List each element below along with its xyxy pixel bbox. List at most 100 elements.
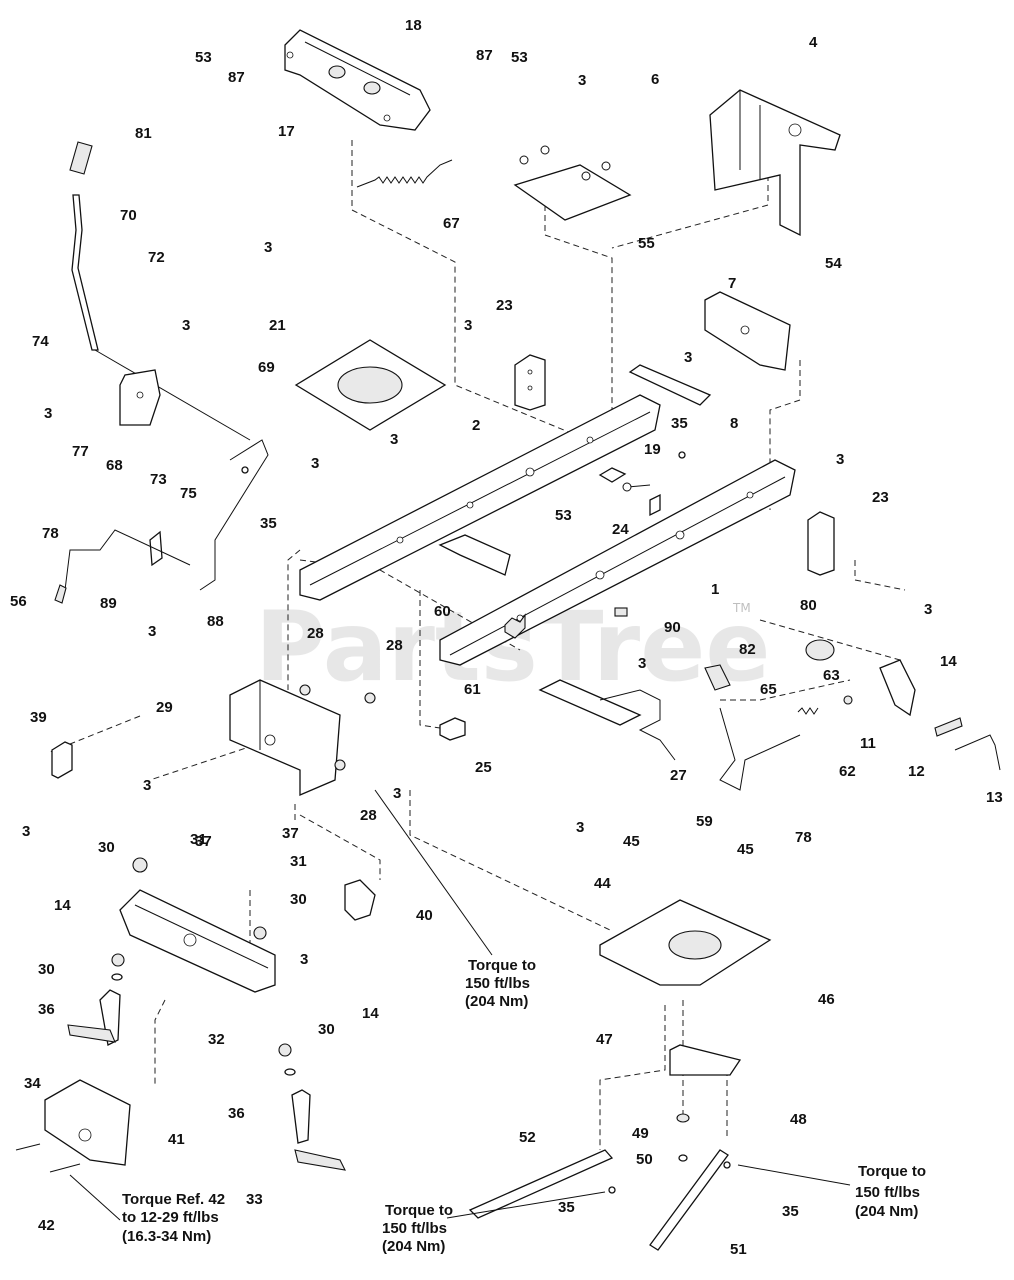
callout-7: 7 bbox=[728, 275, 736, 292]
callout-68: 68 bbox=[106, 457, 123, 474]
part-33-spindle bbox=[291, 1089, 346, 1171]
callout-41: 41 bbox=[168, 1131, 185, 1148]
callout-90: 90 bbox=[664, 619, 681, 636]
callout-19: 19 bbox=[644, 441, 661, 458]
torque-leaders bbox=[69, 789, 851, 1221]
callout-50: 50 bbox=[636, 1151, 653, 1168]
callout-42: 42 bbox=[38, 1217, 55, 1234]
note-line: to 12-29 ft/lbs bbox=[122, 1209, 219, 1226]
callout-30: 30 bbox=[98, 839, 115, 856]
watermark-tm: TM bbox=[732, 601, 751, 615]
part-23-bracket-lower bbox=[807, 511, 835, 576]
part-35-washers bbox=[241, 451, 731, 1194]
torque-note-bottom-left: Torque to 150 ft/lbs (204 Nm) bbox=[382, 1202, 453, 1255]
callout-32: 32 bbox=[208, 1031, 225, 1048]
note-line: Torque to bbox=[468, 957, 536, 974]
part-28-nuts bbox=[299, 684, 376, 771]
callout-28: 28 bbox=[307, 625, 324, 642]
callout-28: 28 bbox=[360, 807, 377, 824]
part-52-drag-link bbox=[468, 1149, 614, 1219]
callout-3: 3 bbox=[311, 455, 319, 472]
callout-48: 48 bbox=[790, 1111, 807, 1128]
callout-30: 30 bbox=[290, 891, 307, 908]
callout-72: 72 bbox=[148, 249, 165, 266]
callout-14: 14 bbox=[362, 1005, 379, 1022]
callout-52: 52 bbox=[519, 1129, 536, 1146]
callout-63: 63 bbox=[823, 667, 840, 684]
callout-2: 2 bbox=[472, 417, 480, 434]
callout-78: 78 bbox=[42, 525, 59, 542]
part-82-grip bbox=[704, 664, 731, 691]
part-24-bolt bbox=[622, 482, 651, 492]
note-line: 150 ft/lbs bbox=[855, 1184, 920, 1201]
torque-note-bottom-right: Torque to 150 ft/lbs (204 Nm) bbox=[855, 1163, 926, 1220]
note-line: (204 Nm) bbox=[382, 1238, 445, 1255]
callout-23: 23 bbox=[496, 297, 513, 314]
callout-44: 44 bbox=[594, 875, 611, 892]
part-46-deck-plate bbox=[599, 899, 772, 986]
callout-3: 3 bbox=[22, 823, 30, 840]
callout-75: 75 bbox=[180, 485, 197, 502]
part-63-washer bbox=[843, 695, 853, 705]
note-line: 150 ft/lbs bbox=[465, 975, 530, 992]
callout-21: 21 bbox=[269, 317, 286, 334]
callout-45: 45 bbox=[737, 841, 754, 858]
callout-37: 37 bbox=[195, 833, 212, 850]
callout-77: 77 bbox=[72, 443, 89, 460]
note-line: (204 Nm) bbox=[465, 993, 528, 1010]
part-2-frame-rail bbox=[299, 394, 661, 601]
part-40-bracket bbox=[344, 879, 376, 921]
part-49-bushing bbox=[676, 1113, 690, 1123]
part-6-housing bbox=[709, 89, 841, 237]
part-29-axle-bracket bbox=[229, 679, 341, 796]
callout-31: 31 bbox=[190, 831, 207, 848]
callout-53: 53 bbox=[511, 49, 528, 66]
callout-25: 25 bbox=[475, 759, 492, 776]
callout-87: 87 bbox=[228, 69, 245, 86]
callout-47: 47 bbox=[596, 1031, 613, 1048]
part-34-spindle bbox=[67, 989, 121, 1046]
part-50-washer bbox=[678, 1154, 688, 1162]
part-19-clip bbox=[598, 467, 661, 517]
note-line: Torque to bbox=[858, 1163, 926, 1180]
callout-3: 3 bbox=[300, 951, 308, 968]
callout-62: 62 bbox=[839, 763, 856, 780]
part-18-bracket bbox=[284, 29, 431, 131]
part-39-bracket bbox=[51, 741, 73, 779]
part-67-spring bbox=[356, 159, 453, 188]
part-13-rod bbox=[954, 734, 1001, 771]
callout-80: 80 bbox=[800, 597, 817, 614]
note-line: Torque Ref. 42 bbox=[122, 1191, 225, 1208]
callout-89: 89 bbox=[100, 595, 117, 612]
callout-39: 39 bbox=[30, 709, 47, 726]
callout-3: 3 bbox=[264, 239, 272, 256]
callout-53: 53 bbox=[555, 507, 572, 524]
part-30-bushings bbox=[111, 857, 292, 1057]
callout-17: 17 bbox=[278, 123, 295, 140]
note-line: Torque to bbox=[385, 1202, 453, 1219]
callout-4: 4 bbox=[809, 34, 818, 51]
callout-23: 23 bbox=[872, 489, 889, 506]
callout-14: 14 bbox=[54, 897, 71, 914]
part-25-clip bbox=[439, 717, 466, 741]
callout-51: 51 bbox=[730, 1241, 747, 1258]
callout-12: 12 bbox=[908, 763, 925, 780]
callout-3: 3 bbox=[143, 777, 151, 794]
part-70-lever bbox=[71, 194, 251, 441]
part-60-bracket bbox=[438, 534, 511, 576]
note-line: 150 ft/lbs bbox=[382, 1220, 447, 1237]
callout-61: 61 bbox=[464, 681, 481, 698]
part-75-bracket bbox=[149, 530, 163, 567]
callout-6: 6 bbox=[651, 71, 659, 88]
callout-37: 37 bbox=[282, 825, 299, 842]
callout-56: 56 bbox=[10, 593, 27, 610]
part-80-disc bbox=[805, 639, 835, 661]
callout-35: 35 bbox=[671, 415, 688, 432]
callout-40: 40 bbox=[416, 907, 433, 924]
callout-35: 35 bbox=[782, 1203, 799, 1220]
part-32-front-axle bbox=[119, 889, 276, 993]
part-55-plate bbox=[513, 145, 632, 221]
part-77-bracket bbox=[119, 369, 161, 426]
part-56-lever bbox=[54, 529, 191, 604]
